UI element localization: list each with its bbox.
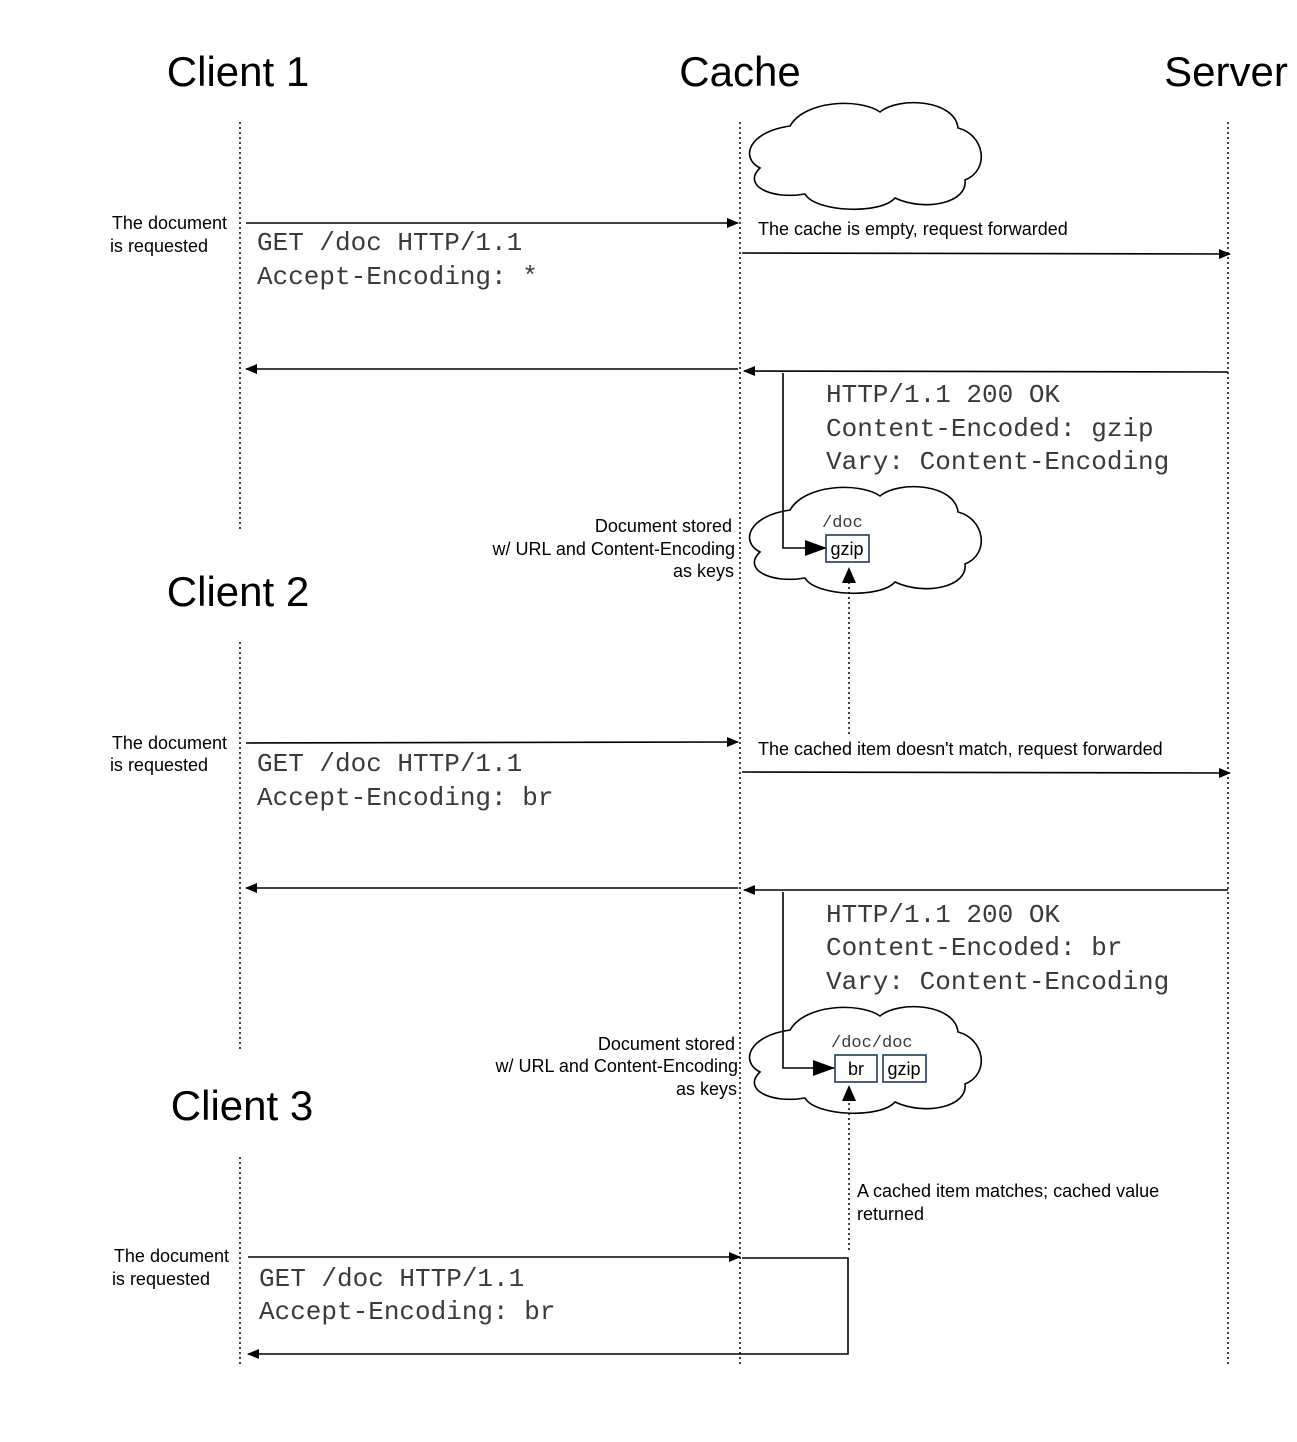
actor-cache: Cache xyxy=(679,48,800,95)
empty-cache-cloud xyxy=(748,101,982,211)
flow2-requested-note-line1: The document xyxy=(112,733,227,753)
flow1-stored-note-line3: as keys xyxy=(673,561,734,581)
flow2-request-arrow xyxy=(245,737,739,748)
flow1-stored-note-line2: w/ URL and Content-Encoding xyxy=(492,539,735,559)
flow2-response-line3: Vary: Content-Encoding xyxy=(826,967,1169,997)
flow2-cache-key-gzip: gzip xyxy=(887,1059,920,1079)
flow3-match-note-line2: returned xyxy=(857,1204,924,1224)
flow1-forward-arrow xyxy=(741,248,1231,259)
flow2-stored-note-line3: as keys xyxy=(676,1079,737,1099)
flow1-cache-url: /doc xyxy=(822,514,863,533)
flow1-requested-note-line2: is requested xyxy=(110,236,208,256)
flow2-cache-key-gzip-box xyxy=(882,1054,927,1083)
actor-client-2: Client 2 xyxy=(167,568,309,615)
flow2-cache-key-br: br xyxy=(848,1059,864,1079)
flow2-stored-note-line2: w/ URL and Content-Encoding xyxy=(495,1056,738,1076)
flow2-cache-key-br-box xyxy=(834,1054,878,1083)
flow2-request-line1: GET /doc HTTP/1.1 xyxy=(257,749,522,779)
flow2-store-arrow xyxy=(782,892,835,1076)
flow2-stored-note-line1: Document stored xyxy=(598,1034,735,1054)
flow2-response-line1: HTTP/1.1 200 OK xyxy=(826,900,1060,930)
flow3-match-note-line1: A cached item matches; cached value xyxy=(857,1181,1159,1201)
flow1-cache-key-gzip-box xyxy=(825,534,870,563)
actor-server: Server xyxy=(1164,48,1288,95)
flow1-server-response-arrow xyxy=(743,366,1229,377)
flow1-request-line2: Accept-Encoding: * xyxy=(257,262,538,292)
flow3-cached-response-arrow xyxy=(247,1257,849,1359)
flow3-requested-note-line2: is requested xyxy=(112,1269,210,1289)
flow1-requested-note-line1: The document xyxy=(112,213,227,233)
flow1-cache-key-gzip: gzip xyxy=(830,539,863,559)
flow2-forward-note: The cached item doesn't match, request f… xyxy=(758,739,1163,759)
flow1-forward-note: The cache is empty, request forwarded xyxy=(758,219,1068,239)
flow1-response-line1: HTTP/1.1 200 OK xyxy=(826,380,1060,410)
flow3-request-line1: GET /doc HTTP/1.1 xyxy=(259,1264,524,1294)
flow2-requested-note-line2: is requested xyxy=(110,755,208,775)
flow1-store-arrow xyxy=(782,373,827,556)
flow2-response-line2: Content-Encoded: br xyxy=(826,933,1122,963)
flow2-forward-arrow xyxy=(741,767,1231,778)
flow2-request-line2: Accept-Encoding: br xyxy=(257,783,553,813)
flow1-response-line2: Content-Encoded: gzip xyxy=(826,414,1154,444)
flow3-requested-note-line1: The document xyxy=(114,1246,229,1266)
flow1-response-line3: Vary: Content-Encoding xyxy=(826,447,1169,477)
flow3-request-line2: Accept-Encoding: br xyxy=(259,1297,555,1327)
flow1-stored-note-line1: Document stored xyxy=(595,516,732,536)
actor-client-3: Client 3 xyxy=(171,1082,313,1129)
flow2-cache-url: /doc/doc xyxy=(831,1034,913,1053)
actor-client-1: Client 1 xyxy=(167,48,309,95)
flow1-request-line1: GET /doc HTTP/1.1 xyxy=(257,228,522,258)
